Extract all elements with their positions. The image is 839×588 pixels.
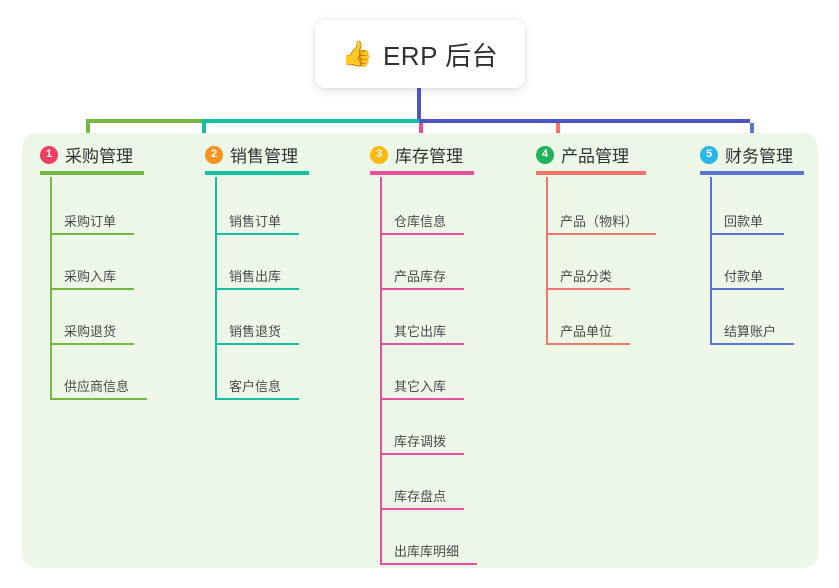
branch-index-badge: 1 (40, 145, 58, 164)
root-node-erp-backend[interactable]: 👍 ERP 后台 (315, 20, 525, 88)
leaf-node-label: 其它出库 (394, 324, 447, 339)
branch-underline (40, 171, 144, 175)
leaf-node-仓库信息[interactable]: 仓库信息 (380, 205, 464, 235)
root-stem-connector (417, 88, 421, 122)
leaf-node-label: 仓库信息 (394, 214, 447, 229)
leaf-node-label: 销售出库 (229, 269, 282, 284)
leaf-node-付款单[interactable]: 付款单 (710, 260, 784, 290)
branch-header-销售管理[interactable]: 2 销售管理 (205, 142, 298, 167)
leaf-node-label: 采购订单 (64, 214, 117, 229)
leaf-node-产品（物料）[interactable]: 产品（物料） (546, 205, 656, 235)
leaf-node-label: 付款单 (724, 269, 764, 284)
bus-segment-1 (86, 119, 202, 123)
leaf-node-回款单[interactable]: 回款单 (710, 205, 784, 235)
leaf-node-underline (380, 288, 464, 290)
leaf-node-销售订单[interactable]: 销售订单 (215, 205, 299, 235)
branches-panel: 1 采购管理采购订单采购入库采购退货供应商信息 2 销售管理销售订单销售出库销售退货客… (22, 133, 818, 568)
leaf-node-产品库存[interactable]: 产品库存 (380, 260, 464, 290)
branch-spine (546, 177, 548, 345)
branch-spine (380, 177, 382, 565)
branch-title: 库存管理 (395, 147, 463, 166)
branch-underline (536, 171, 646, 175)
leaf-node-underline (50, 343, 134, 345)
leaf-node-label: 产品单位 (560, 324, 613, 339)
leaf-node-库存盘点[interactable]: 库存盘点 (380, 480, 464, 510)
branch-spine (710, 177, 712, 345)
leaf-node-产品单位[interactable]: 产品单位 (546, 315, 630, 345)
branch-title: 销售管理 (230, 147, 298, 166)
leaf-node-underline (380, 508, 464, 510)
leaf-node-underline (380, 398, 464, 400)
branch-underline (205, 171, 309, 175)
leaf-node-label: 其它入库 (394, 379, 447, 394)
leaf-node-label: 采购入库 (64, 269, 117, 284)
leaf-node-label: 产品（物料） (560, 214, 639, 229)
leaf-node-underline (546, 233, 656, 235)
leaf-node-underline (546, 288, 630, 290)
leaf-node-underline (380, 563, 477, 565)
leaf-node-label: 库存调拨 (394, 434, 447, 449)
leaf-node-label: 采购退货 (64, 324, 117, 339)
leaf-node-供应商信息[interactable]: 供应商信息 (50, 370, 147, 400)
leaf-node-销售退货[interactable]: 销售退货 (215, 315, 299, 345)
leaf-node-underline (50, 233, 134, 235)
leaf-node-underline (710, 288, 784, 290)
leaf-node-销售出库[interactable]: 销售出库 (215, 260, 299, 290)
bus-segment-3 (419, 119, 750, 123)
leaf-node-underline (215, 288, 299, 290)
leaf-node-label: 销售退货 (229, 324, 282, 339)
leaf-node-采购退货[interactable]: 采购退货 (50, 315, 134, 345)
leaf-node-采购订单[interactable]: 采购订单 (50, 205, 134, 235)
leaf-node-underline (215, 343, 299, 345)
leaf-node-label: 结算账户 (724, 324, 777, 339)
root-node-content: 👍 ERP 后台 (342, 36, 498, 73)
leaf-node-结算账户[interactable]: 结算账户 (710, 315, 794, 345)
branch-title: 财务管理 (725, 147, 793, 166)
leaf-node-underline (380, 453, 464, 455)
branch-index-badge: 2 (205, 145, 223, 164)
leaf-node-其它出库[interactable]: 其它出库 (380, 315, 464, 345)
leaf-node-label: 产品库存 (394, 269, 447, 284)
branch-index-badge: 3 (370, 145, 388, 164)
branch-underline (700, 171, 804, 175)
leaf-node-underline (215, 233, 299, 235)
branch-index-badge: 4 (536, 145, 554, 164)
branch-title: 采购管理 (65, 147, 133, 166)
thumbs-up-icon: 👍 (341, 39, 373, 68)
leaf-node-underline (50, 398, 147, 400)
leaf-node-label: 客户信息 (229, 379, 282, 394)
branch-header-财务管理[interactable]: 5 财务管理 (700, 142, 793, 167)
root-node-title: ERP 后台 (382, 40, 499, 71)
leaf-node-label: 销售订单 (229, 214, 282, 229)
leaf-node-产品分类[interactable]: 产品分类 (546, 260, 630, 290)
leaf-node-出库库明细[interactable]: 出库库明细 (380, 535, 477, 565)
branch-title: 产品管理 (561, 147, 629, 166)
leaf-node-label: 供应商信息 (64, 379, 130, 394)
leaf-node-label: 产品分类 (560, 269, 613, 284)
leaf-node-underline (546, 343, 630, 345)
bus-segment-2 (202, 119, 419, 123)
branch-index-badge: 5 (700, 145, 718, 164)
leaf-node-label: 回款单 (724, 214, 764, 229)
leaf-node-库存调拨[interactable]: 库存调拨 (380, 425, 464, 455)
leaf-node-label: 库存盘点 (394, 489, 447, 504)
leaf-node-underline (50, 288, 134, 290)
leaf-node-underline (710, 343, 794, 345)
leaf-node-其它入库[interactable]: 其它入库 (380, 370, 464, 400)
leaf-node-客户信息[interactable]: 客户信息 (215, 370, 299, 400)
branch-header-采购管理[interactable]: 1 采购管理 (40, 142, 133, 167)
leaf-node-采购入库[interactable]: 采购入库 (50, 260, 134, 290)
leaf-node-underline (710, 233, 784, 235)
leaf-node-underline (380, 343, 464, 345)
branch-header-库存管理[interactable]: 3 库存管理 (370, 142, 463, 167)
branch-underline (370, 171, 474, 175)
leaf-node-underline (215, 398, 299, 400)
branch-header-产品管理[interactable]: 4 产品管理 (536, 142, 629, 167)
leaf-node-underline (380, 233, 464, 235)
leaf-node-label: 出库库明细 (394, 544, 460, 559)
